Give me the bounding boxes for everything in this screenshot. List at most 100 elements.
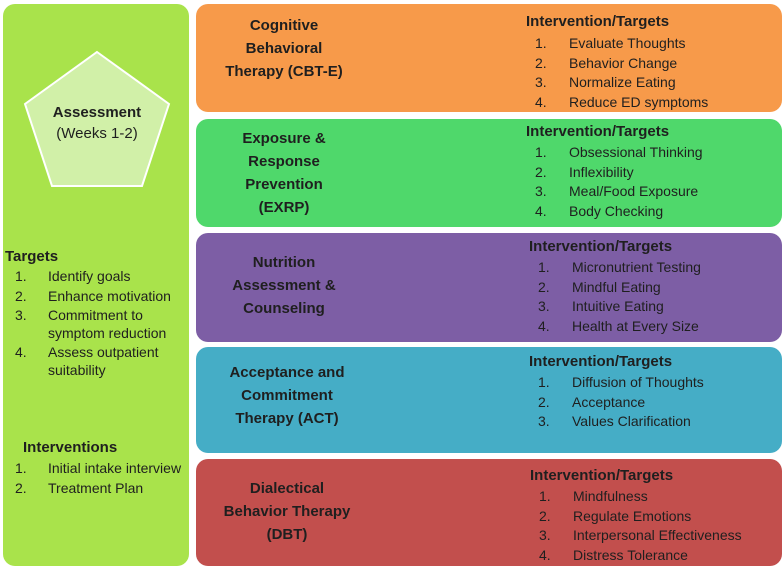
targets-heading: Targets [5,248,59,265]
item-number: 3. [538,413,550,430]
item-number: 1. [538,374,550,390]
list-item: 1. Micronutrient Testing [538,258,701,278]
item-text: Obsessional Thinking [569,144,703,160]
title-line: Response [248,153,320,170]
item-text: Micronutrient Testing [572,259,701,275]
title-line: Nutrition [252,254,316,271]
list-item: 2.Behavior Change [535,54,708,74]
intervention-heading: Intervention/Targets [529,238,673,255]
item-number: 3. [538,298,550,315]
item-number: 2. [538,393,550,410]
item-text: Evaluate Thoughts [569,35,686,51]
item-number: 2. [535,54,547,71]
intervention-list: 1. Evaluate Thoughts 2.Behavior Change 3.… [535,34,708,113]
item-text: Values Clarification [572,413,691,430]
item-number: 2. [535,163,547,180]
title-line: Exposure & [242,130,326,147]
title-line: Therapy (CBT-E) [225,63,343,80]
item-text: Commitment to symptom reduction [48,307,167,341]
therapy-title: Cognitive Behavioral Therapy (CBT-E) [196,14,372,83]
list-item: 4.Body Checking [535,202,703,222]
assessment-pentagon: Assessment (Weeks 1-2) [21,48,173,190]
interventions-list: 1.Initial intake interview 2.Treatment P… [15,460,189,499]
therapy-title: Exposure & Response Prevention (EXRP) [196,127,372,219]
title-line: Counseling [243,300,325,317]
item-text: Mindfulness [573,488,648,504]
therapy-title: Dialectical Behavior Therapy (DBT) [199,477,375,546]
title-line: (EXRP) [258,199,310,216]
item-number: 1. [535,144,547,160]
item-number: 2. [538,278,550,295]
title-line: Behavioral [245,40,323,57]
item-number: 1. [538,259,550,275]
therapy-panel-dbt: Dialectical Behavior Therapy (DBT) Inter… [196,459,782,566]
item-text: Meal/Food Exposure [569,183,699,200]
list-item: 1. Identify goals [15,268,189,286]
item-text: Initial intake interview [48,460,182,476]
pentagon-shape [23,50,171,187]
title-line: (DBT) [266,526,308,543]
item-number: 3. [535,183,547,200]
item-text: Enhance motivation [48,287,171,304]
item-text: Intuitive Eating [572,298,664,315]
item-number: 1. [15,268,27,284]
list-item: 1. Mindfulness [539,487,742,507]
intervention-list: 1.Mindfulness 2.Regulate Emotions 3.Inte… [539,487,742,566]
title-line: Cognitive [249,17,319,34]
list-item: 4.Reduce ED symptoms [535,93,708,113]
item-text: Mindful Eating [572,278,661,295]
title-line: Behavior Therapy [223,503,351,520]
item-number: 1. [535,35,547,51]
intervention-heading: Intervention/Targets [526,13,670,30]
item-number: 4. [535,94,547,111]
therapy-panel-nutrition: Nutrition Assessment & Counseling Interv… [196,233,782,342]
list-item: 3. Intuitive Eating [538,297,701,317]
item-number: 1. [539,488,551,504]
item-text: Inflexibility [569,163,634,180]
item-text: Distress Tolerance [573,547,688,564]
item-number: 4. [538,318,550,335]
title-line: Commitment [241,387,333,404]
list-item: 1. Obsessional Thinking [535,143,703,163]
list-item: 2. Regulate Emotions [539,507,742,527]
item-number: 3. [535,74,547,91]
therapy-title: Nutrition Assessment & Counseling [196,251,372,320]
therapy-title: Acceptance and Commitment Therapy (ACT) [199,361,375,430]
therapy-panel-cbt: Cognitive Behavioral Therapy (CBT-E) Int… [196,4,782,112]
item-text: Identify goals [48,268,131,284]
list-item: 2. Enhance motivation [15,288,189,306]
assessment-subtitle: (Weeks 1-2) [56,125,138,142]
list-item: 1. Evaluate Thoughts [535,34,708,54]
item-text: Interpersonal Effectiveness [573,527,742,544]
title-line: Assessment & [232,277,336,294]
title-line: Dialectical [249,480,325,497]
interventions-heading: Interventions [23,439,118,456]
item-text: Normalize Eating [569,74,676,91]
item-number: 1. [15,460,27,476]
intervention-heading: Intervention/Targets [529,353,673,370]
list-item: 3. Values Clarification [538,412,704,432]
intervention-heading: Intervention/Targets [526,123,670,140]
targets-list: 1.Identify goals 2.Enhance motivation 3.… [15,268,189,381]
assessment-title: Assessment [52,104,142,121]
list-item: 3. Normalize Eating [535,73,708,93]
intervention-list: 1. Diffusion of Thoughts 2.Acceptance 3. V… [538,373,704,432]
intervention-list: 1. Micronutrient Testing 2. Mindful Eating… [538,258,701,337]
item-number: 4. [15,344,27,360]
list-item: 4.Distress Tolerance [539,546,742,566]
item-number: 2. [15,287,27,304]
therapy-panel-exrp: Exposure & Response Prevention (EXRP) In… [196,119,782,227]
list-item: 2. Inflexibility [535,163,703,183]
item-text: Body Checking [569,203,664,220]
list-item: 1. Diffusion of Thoughts [538,373,704,393]
title-line: Prevention [245,176,323,193]
title-line: Acceptance and [229,364,345,381]
item-text: Regulate Emotions [573,507,692,524]
title-line: Therapy (ACT) [235,410,339,427]
item-text: Assess outpatient suitability [48,344,159,378]
item-text: Diffusion of Thoughts [572,374,704,390]
item-number: 2. [539,507,551,524]
assessment-panel: Assessment (Weeks 1-2) Targets 1. Identif… [3,4,189,566]
list-item: 2. Mindful Eating [538,278,701,298]
list-item: 2.Acceptance [538,393,704,413]
